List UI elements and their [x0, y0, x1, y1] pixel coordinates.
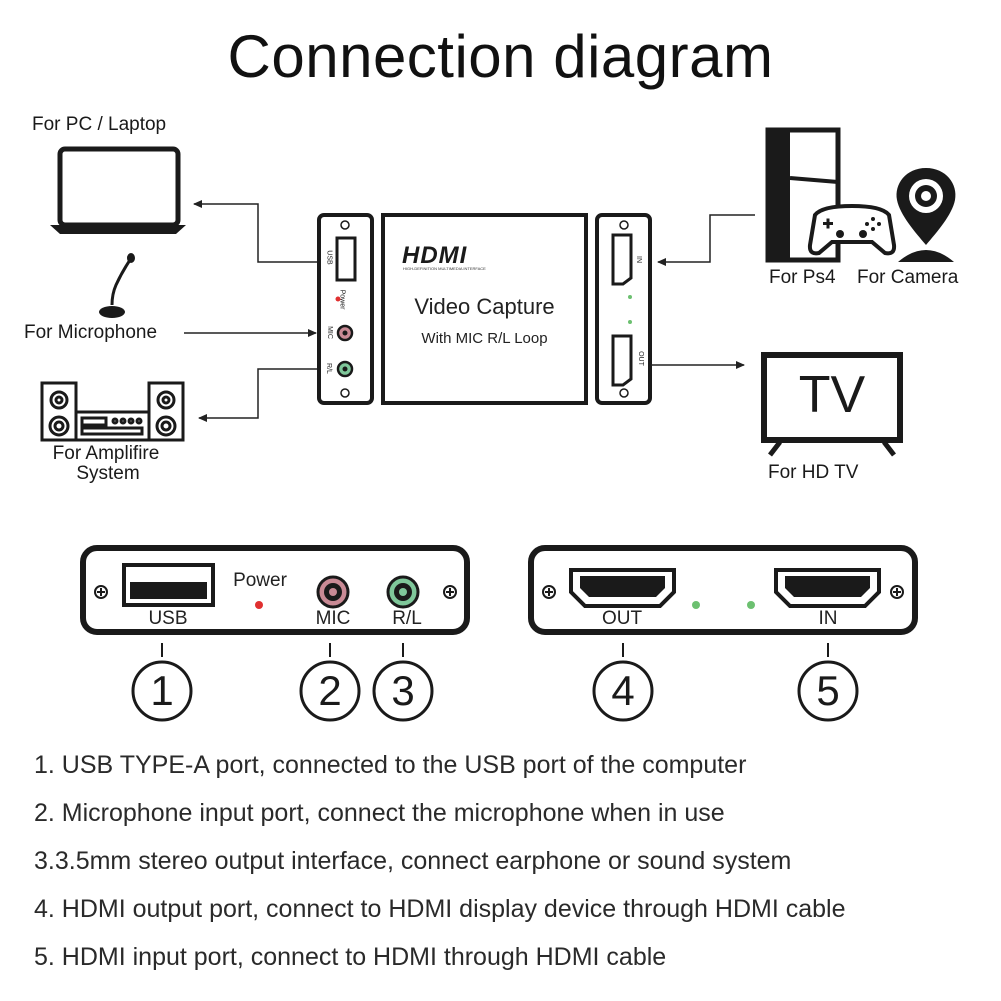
camera-icon	[896, 168, 956, 262]
pc-laptop-label: For PC / Laptop	[32, 114, 167, 135]
amplifier-label-line2: System	[76, 463, 140, 484]
side-mic-label: MIC	[325, 326, 333, 339]
side-usb-label: USB	[325, 250, 333, 265]
description-3: 3.3.5mm stereo output interface, connect…	[34, 847, 792, 875]
box-title: Video Capture	[414, 294, 555, 319]
description-5: 5. HDMI input port, connect to HDMI thro…	[34, 943, 667, 971]
laptop-icon	[50, 146, 186, 234]
panel-power-label: Power	[233, 570, 287, 591]
camera-label: For Camera	[857, 267, 959, 288]
callout-2: 2	[318, 667, 342, 714]
gamepad-icon	[807, 203, 897, 256]
callout-5: 5	[816, 667, 840, 714]
box-left-panel	[317, 213, 374, 405]
box-subtitle: With MIC R/L Loop	[421, 330, 548, 347]
microphone-icon	[99, 253, 135, 318]
description-4: 4. HDMI output port, connect to HDMI dis…	[34, 895, 846, 923]
description-2: 2. Microphone input port, connect the mi…	[34, 799, 725, 827]
bottom-left-panel	[80, 545, 470, 635]
callout-3: 3	[391, 667, 415, 714]
side-in-label: IN	[635, 256, 642, 263]
panel-usb-label: USB	[148, 608, 188, 629]
side-power-label: Power	[338, 289, 346, 310]
ps4-label: For Ps4	[769, 267, 836, 288]
connector-lines-right	[651, 214, 755, 369]
callout-1: 1	[150, 667, 174, 714]
box-right-panel	[595, 213, 652, 405]
hdmi-logo: HDMI	[402, 242, 468, 269]
callout-leader-lines	[161, 643, 829, 657]
panel-rl-label: R/L	[392, 608, 422, 629]
description-1: 1. USB TYPE-A port, connected to the USB…	[34, 751, 747, 779]
side-out-label: OUT	[636, 351, 644, 366]
panel-mic-label: MIC	[315, 608, 351, 629]
amplifier-icon	[40, 381, 185, 442]
page-title: Connection diagram	[227, 23, 774, 90]
capture-box-front	[381, 213, 588, 405]
connector-lines-left	[184, 200, 318, 422]
bottom-right-panel	[528, 545, 918, 635]
callout-circles	[131, 660, 859, 722]
amplifier-label-line1: For Amplifire	[52, 443, 160, 464]
microphone-label: For Microphone	[24, 322, 158, 343]
panel-in-label: IN	[818, 608, 838, 629]
tv-screen-text: TV	[798, 366, 866, 424]
hdtv-label: For HD TV	[768, 462, 859, 483]
panel-out-label: OUT	[601, 608, 643, 629]
hdmi-logo-tagline: HIGH-DEFINITION MULTIMEDIA INTERFACE	[403, 266, 486, 271]
side-rl-label: R/L	[324, 363, 332, 374]
callout-4: 4	[611, 667, 635, 714]
tv-icon	[761, 352, 903, 457]
